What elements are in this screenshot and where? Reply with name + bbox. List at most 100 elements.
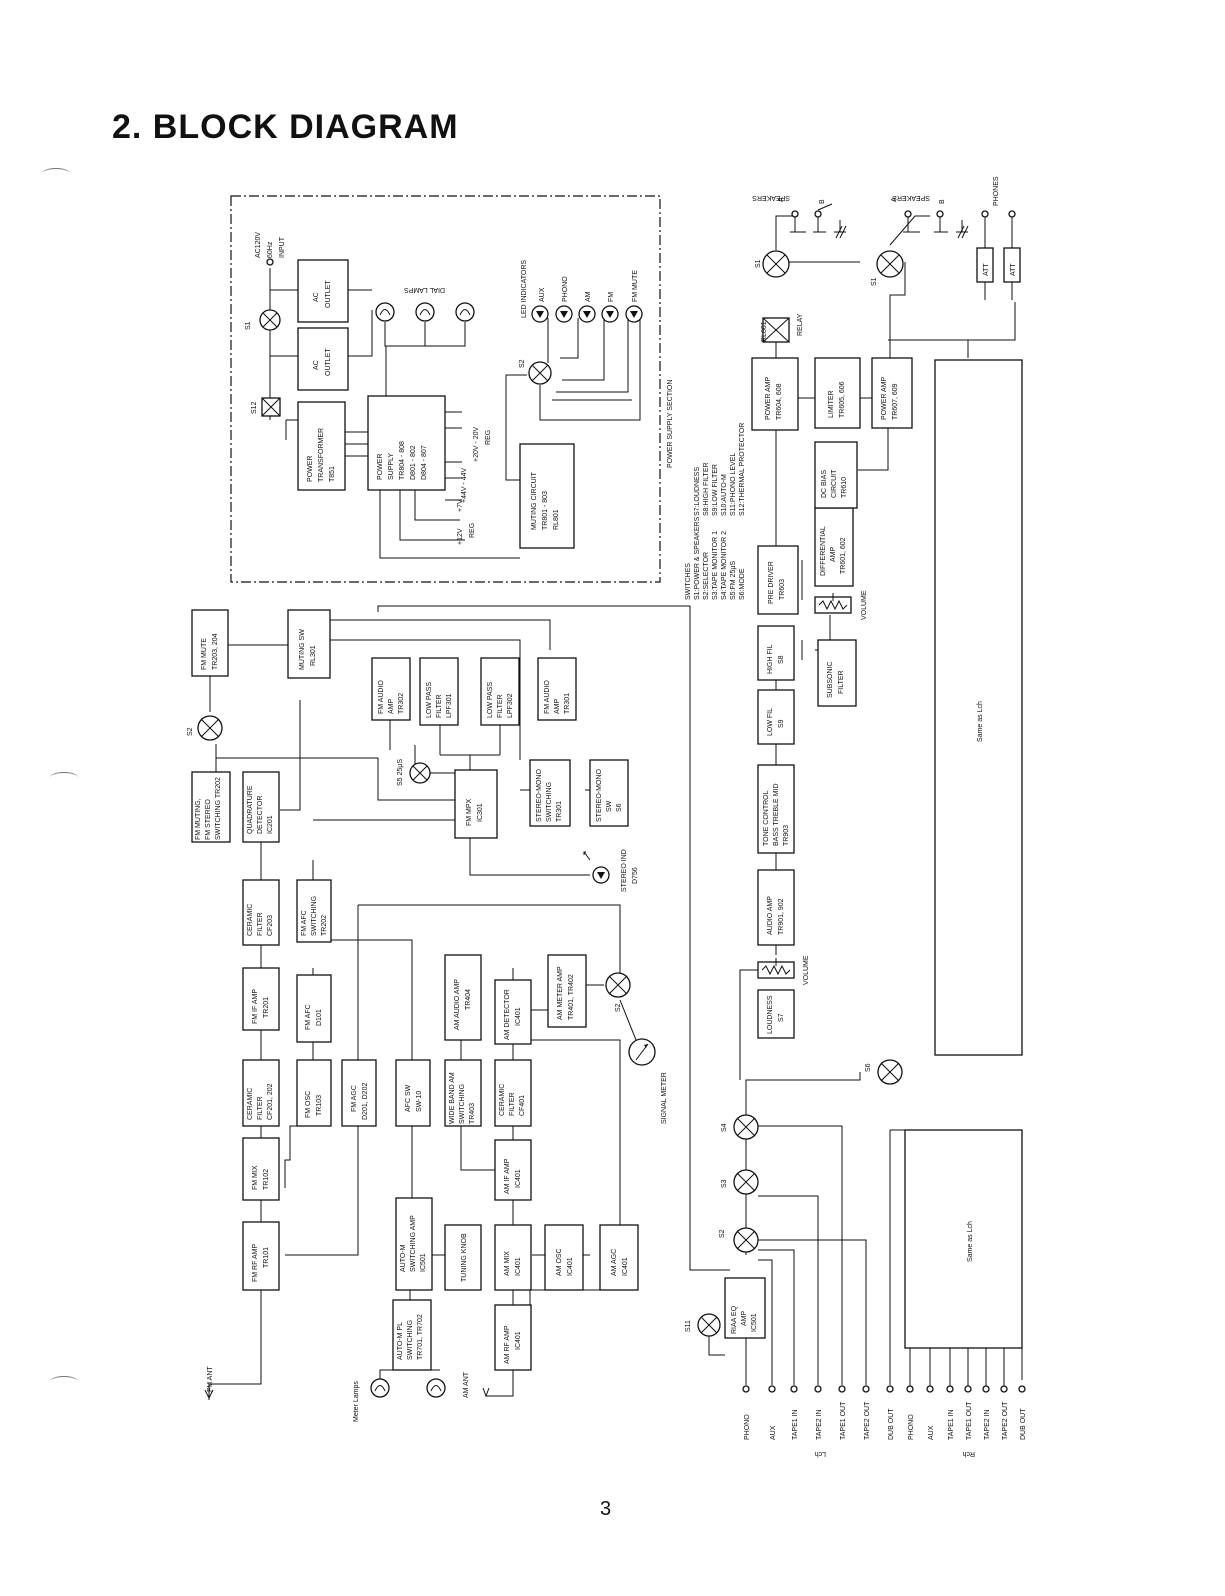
svg-text:B: B	[819, 199, 826, 204]
rch-label: Rch	[962, 1450, 975, 1457]
lch-input-jacks	[742, 1385, 894, 1393]
s1-speaker-switch-b	[876, 250, 904, 278]
fm-wiring	[208, 605, 730, 1400]
page-number: 3	[600, 1498, 612, 1520]
s11-phono-level-switch	[697, 1313, 721, 1337]
fm-afc-switching-block	[296, 879, 332, 943]
svg-text:A: A	[891, 197, 898, 202]
led-fm-label: FM	[608, 292, 615, 302]
s1-speaker-switch-a	[762, 250, 790, 278]
s1-b-label: S1	[871, 277, 878, 286]
power-section-label: POWER SUPPLY SECTION	[667, 380, 674, 468]
s5-25us-switch	[409, 762, 431, 784]
fm-afc-block	[296, 974, 332, 1043]
subsonic-filter-block	[817, 639, 857, 707]
fm-ceramic-filter-2-block	[242, 879, 280, 946]
rail-20v-reg: REG	[485, 430, 492, 445]
am-ceramic-filter-block	[494, 1059, 532, 1127]
speakers-2-label: SPEAKERS	[892, 194, 930, 201]
fm-lpf-1-block	[419, 657, 459, 726]
s3-tape-monitor-switch	[733, 1169, 759, 1195]
muting-circuit-block	[519, 443, 575, 549]
ac-input-word: INPUT	[279, 236, 286, 258]
rch-tape2-out-label: TAPE2 OUT	[1002, 1401, 1009, 1440]
am-detector-block	[494, 979, 532, 1045]
input-terminals: PHONO AUX TAPE1 IN TAPE2 IN TAPE1 OUT TA…	[742, 1348, 1027, 1457]
riaa-eq-amp-block	[724, 1277, 766, 1339]
svg-text:ATT: ATT	[1010, 263, 1017, 276]
page-title: 2. BLOCK DIAGRAM	[112, 108, 459, 146]
s5-label: S5 25μS	[397, 759, 404, 786]
tuning-knob-block	[444, 1224, 482, 1291]
s6-mode-switch	[877, 1059, 903, 1085]
lch-tape2-in-label: TAPE2 IN	[816, 1409, 823, 1440]
power-transformer-block	[297, 401, 346, 491]
same-as-lch-top-label: Same as Lch	[977, 701, 984, 742]
svg-text:TUNING KNOB: TUNING KNOB	[461, 1233, 468, 1282]
auto-m-pl-switching-block	[392, 1299, 432, 1371]
rail-12v-reg: REG	[469, 523, 476, 538]
lch-dub-out-label: DUB OUT	[888, 1408, 895, 1440]
rch-tape2-in-label: TAPE2 IN	[984, 1409, 991, 1440]
fm-quadrature-detector-block	[242, 771, 280, 843]
s11-label: S11	[685, 1320, 692, 1332]
fm-rf-amp-block	[242, 1221, 280, 1291]
rch-aux-label: AUX	[928, 1425, 935, 1440]
relay-rl801-icon	[762, 317, 790, 343]
binder-mark	[50, 772, 78, 783]
led-aux-label: AUX	[539, 287, 546, 302]
limiter-block	[814, 357, 861, 429]
meter-lamp-icons	[370, 1378, 446, 1398]
lch-phono-label: PHONO	[744, 1414, 751, 1440]
am-osc-block	[544, 1224, 584, 1291]
volume-1-label: VOLUME	[803, 955, 810, 985]
differential-amp-block	[814, 507, 854, 587]
power-amp-2-block	[871, 357, 913, 429]
s2-meter-switch	[605, 972, 631, 998]
svg-text:A: A	[778, 197, 785, 202]
fm-audio-amp-1-block	[371, 657, 411, 721]
power-section-border	[230, 195, 661, 583]
auto-m-switching-amp-block	[395, 1197, 433, 1291]
fm-ant-label: FM ANT	[207, 1366, 214, 1392]
rail-44v-label: +44V - 44V	[461, 467, 468, 503]
pre-driver-block	[757, 545, 799, 615]
s2-led-selector-switch	[528, 361, 552, 385]
s4-label: S4	[721, 1123, 728, 1132]
rail-20v-label: +20V - 20V	[473, 426, 480, 462]
led-indicators-label: LED INDICATORS	[521, 260, 528, 318]
svg-text:ATT: ATT	[983, 263, 990, 276]
am-mix-block	[494, 1224, 532, 1291]
